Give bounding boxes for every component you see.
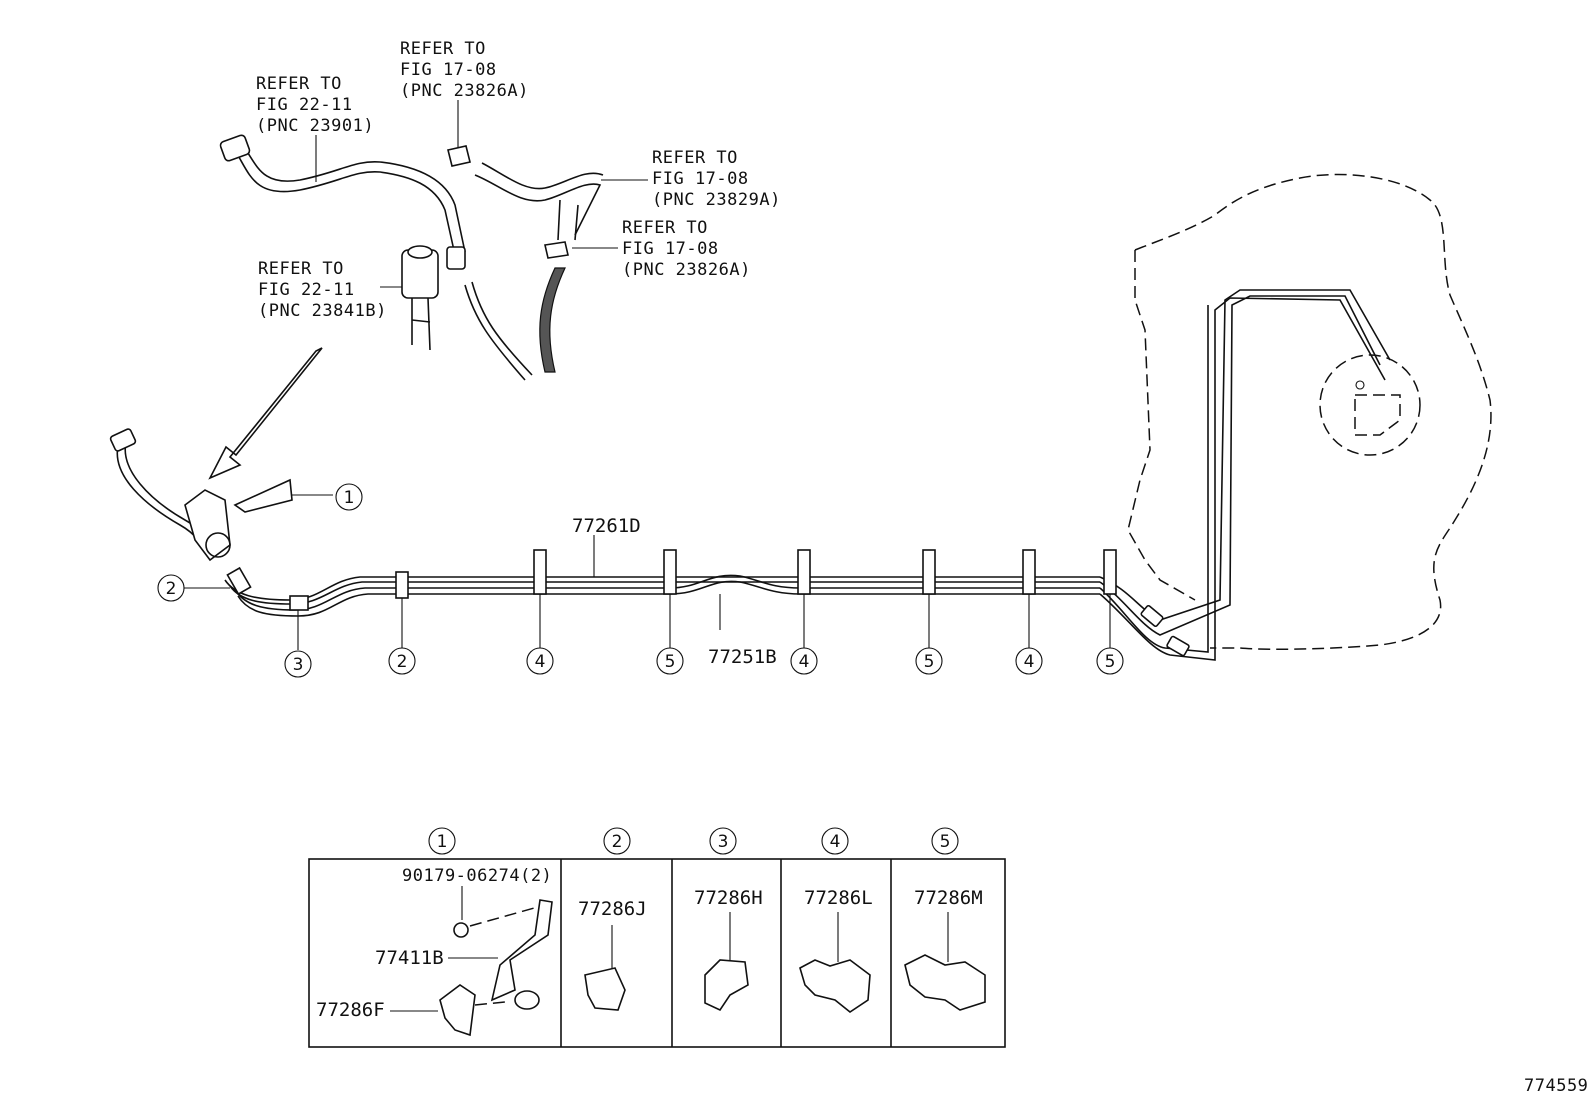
parts-table-grid: [308, 858, 1006, 1048]
table-cell-5: 77286M: [904, 887, 986, 1011]
svg-text:(PNC 23841B): (PNC 23841B): [258, 301, 387, 321]
ref-label-23826a-mid: REFER TO FIG 17-08 (PNC 23826A): [622, 218, 751, 280]
svg-text:2: 2: [166, 579, 177, 599]
svg-text:2: 2: [397, 652, 408, 672]
ref-label-23841b: REFER TO FIG 22-11 (PNC 23841B): [258, 259, 387, 321]
svg-text:90179-06274(2): 90179-06274(2): [402, 866, 552, 886]
table-cell-4: 77286L: [799, 887, 873, 1013]
svg-text:1: 1: [437, 832, 448, 852]
svg-text:(PNC 23829A): (PNC 23829A): [652, 190, 781, 210]
callout-1-top: 1: [335, 483, 363, 511]
pipe-clamps: [226, 549, 1117, 611]
callout-5-c: 5: [1096, 647, 1124, 675]
part-number-77251b: 77251B: [708, 646, 777, 668]
ref-label-23829a: REFER TO FIG 17-08 (PNC 23829A): [652, 148, 781, 210]
valve-23841b: [380, 245, 439, 351]
svg-text:REFER TO: REFER TO: [400, 39, 486, 59]
svg-text:5: 5: [665, 652, 676, 672]
ref-label-23901: REFER TO FIG 22-11 (PNC 23901): [256, 74, 374, 136]
clip-23826a-top: [447, 100, 471, 167]
table-headers: 1 2 3 4 5: [428, 827, 959, 855]
svg-text:5: 5: [924, 652, 935, 672]
figure-id: 774559: [1524, 1076, 1588, 1096]
svg-text:FIG 17-08: FIG 17-08: [400, 60, 497, 80]
ref-label-23826a-top: REFER TO FIG 17-08 (PNC 23826A): [400, 39, 529, 101]
front-connector-pipe: [109, 428, 231, 562]
callout-5-b: 5: [915, 647, 943, 675]
callout-4-c: 4: [1015, 647, 1043, 675]
svg-text:REFER TO: REFER TO: [652, 148, 738, 168]
svg-text:4: 4: [1024, 652, 1035, 672]
callout-3: 3: [284, 650, 312, 678]
svg-text:(PNC 23826A): (PNC 23826A): [400, 81, 529, 101]
svg-text:5: 5: [940, 832, 951, 852]
svg-text:77286H: 77286H: [694, 887, 763, 909]
svg-text:3: 3: [293, 655, 304, 675]
svg-text:2: 2: [612, 832, 623, 852]
svg-text:FIG 17-08: FIG 17-08: [652, 169, 749, 189]
callout-4-b: 4: [790, 647, 818, 675]
part-number-77261d: 77261D: [572, 515, 641, 537]
clip-23826a-mid: [544, 241, 618, 259]
callout-4-a: 4: [526, 647, 554, 675]
breather-hose-23829a: [474, 162, 648, 241]
tube-pair-upper: [464, 267, 566, 381]
svg-text:(PNC 23826A): (PNC 23826A): [622, 260, 751, 280]
svg-text:REFER TO: REFER TO: [256, 74, 342, 94]
filler-hose-23901: [219, 134, 466, 270]
svg-text:3: 3: [718, 832, 729, 852]
svg-text:REFER TO: REFER TO: [622, 218, 708, 238]
callout-5-a: 5: [656, 647, 684, 675]
callout-2-left: 2: [157, 574, 185, 602]
table-cell-3: 77286H: [694, 887, 763, 1012]
svg-text:REFER TO: REFER TO: [258, 259, 344, 279]
svg-text:77286J: 77286J: [578, 898, 647, 920]
svg-text:4: 4: [535, 652, 546, 672]
svg-text:FIG 22-11: FIG 22-11: [258, 280, 355, 300]
direction-arrow: [208, 347, 323, 480]
callout-leaders: [184, 587, 1111, 650]
svg-text:77286F: 77286F: [316, 999, 385, 1021]
svg-text:FIG 22-11: FIG 22-11: [256, 95, 353, 115]
svg-text:77411B: 77411B: [375, 947, 444, 969]
table-cell-1: 90179-06274(2) 77411B 77286F: [316, 866, 553, 1037]
bracket-77411b-installed: [233, 478, 333, 513]
svg-text:(PNC 23901): (PNC 23901): [256, 116, 374, 136]
svg-text:77286L: 77286L: [804, 887, 873, 909]
callout-2: 2: [388, 647, 416, 675]
svg-text:4: 4: [830, 832, 841, 852]
svg-text:4: 4: [799, 652, 810, 672]
table-cell-2: 77286J: [578, 898, 647, 1011]
svg-text:5: 5: [1105, 652, 1116, 672]
svg-text:FIG 17-08: FIG 17-08: [622, 239, 719, 259]
svg-text:77286M: 77286M: [914, 887, 983, 909]
pipe-77251b: [234, 297, 1386, 661]
svg-text:1: 1: [344, 488, 355, 508]
fuel-tank-outline: [1127, 173, 1492, 650]
